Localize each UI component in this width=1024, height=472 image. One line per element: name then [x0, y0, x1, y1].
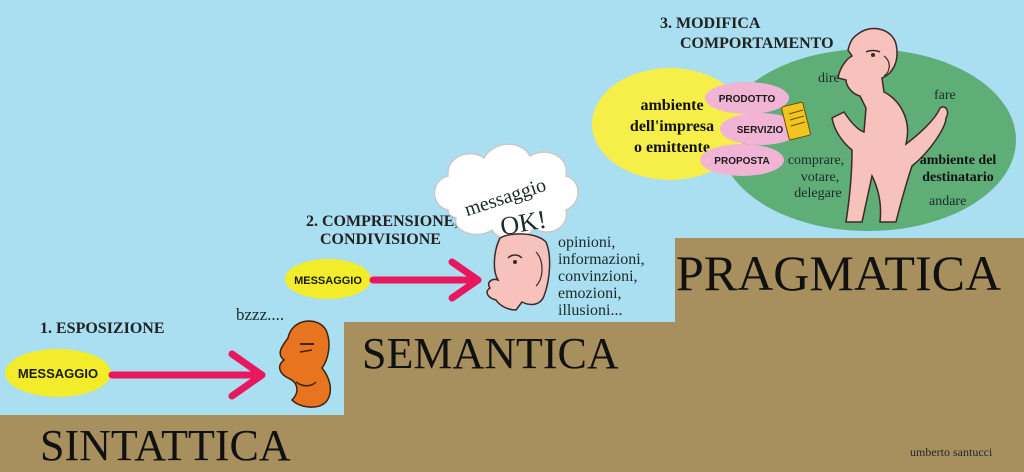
recipient-env-line2: destinatario: [922, 170, 994, 185]
message-pill-2: [285, 259, 371, 299]
recipient-andare: andare: [929, 194, 966, 209]
author-signature: umberto santucci: [910, 445, 993, 459]
level-semantica: SEMANTICA: [362, 329, 619, 378]
offer-pill-servizio-label: SERVIZIO: [737, 125, 784, 136]
arrow-2-head: [448, 258, 482, 302]
arrow-1-head: [228, 350, 266, 400]
semantica-list-3: emozioni,: [558, 285, 622, 302]
level-pragmatica: PRAGMATICA: [676, 245, 1001, 301]
brochure-icon: [781, 101, 811, 141]
step-3-modifica: 3. MODIFICA: [660, 15, 761, 32]
offer-pill-servizio: [720, 113, 800, 145]
semantica-list-4: illusioni...: [558, 302, 622, 319]
thought-cloud: [433, 143, 579, 241]
level-sintattica: SINTATTICA: [40, 421, 291, 470]
offer-pill-proposta-label: PROPOSTA: [714, 156, 769, 167]
recipient-dire: dire: [818, 71, 840, 86]
recipient-figure: [831, 27, 949, 223]
thinking-figure-head: [486, 233, 551, 311]
recipient-action-1: votare,: [801, 170, 839, 185]
semantica-list-0: opinioni,: [558, 234, 615, 251]
orange-figure-head: [278, 320, 332, 408]
message-pill-1: [5, 349, 111, 397]
recipient-action-2: delegare: [794, 186, 841, 201]
recipient-env-line1: ambiente del: [920, 153, 997, 168]
semantica-list-1: informazioni,: [558, 251, 645, 268]
offer-pill-prodotto-label: PRODOTTO: [719, 94, 776, 105]
company-env-line3: o emittente: [634, 139, 710, 156]
offer-pill-prodotto: [705, 82, 789, 114]
step-1-esposizione: 1. ESPOSIZIONE: [40, 320, 164, 337]
offer-pill-proposta: [700, 144, 784, 176]
company-env-line2: dell'impresa: [630, 118, 714, 135]
message-pill-2-label: MESSAGGIO: [294, 275, 362, 287]
step-3-comportamento: COMPORTAMENTO: [680, 35, 834, 52]
semantica-list-2: convinzioni,: [558, 268, 638, 285]
step-2-comprensione: 2. COMPRENSIONE,: [306, 213, 458, 230]
message-pill-1-label: MESSAGGIO: [18, 366, 98, 381]
company-env-line1: ambiente: [640, 97, 703, 114]
staircase-ground: [0, 238, 1024, 472]
recipient-action-0: comprare,: [788, 153, 844, 168]
recipient-fare: fare: [934, 88, 956, 103]
step-2-condivisione: CONDIVISIONE: [320, 231, 441, 248]
bzzz-text: bzzz....: [236, 305, 284, 324]
